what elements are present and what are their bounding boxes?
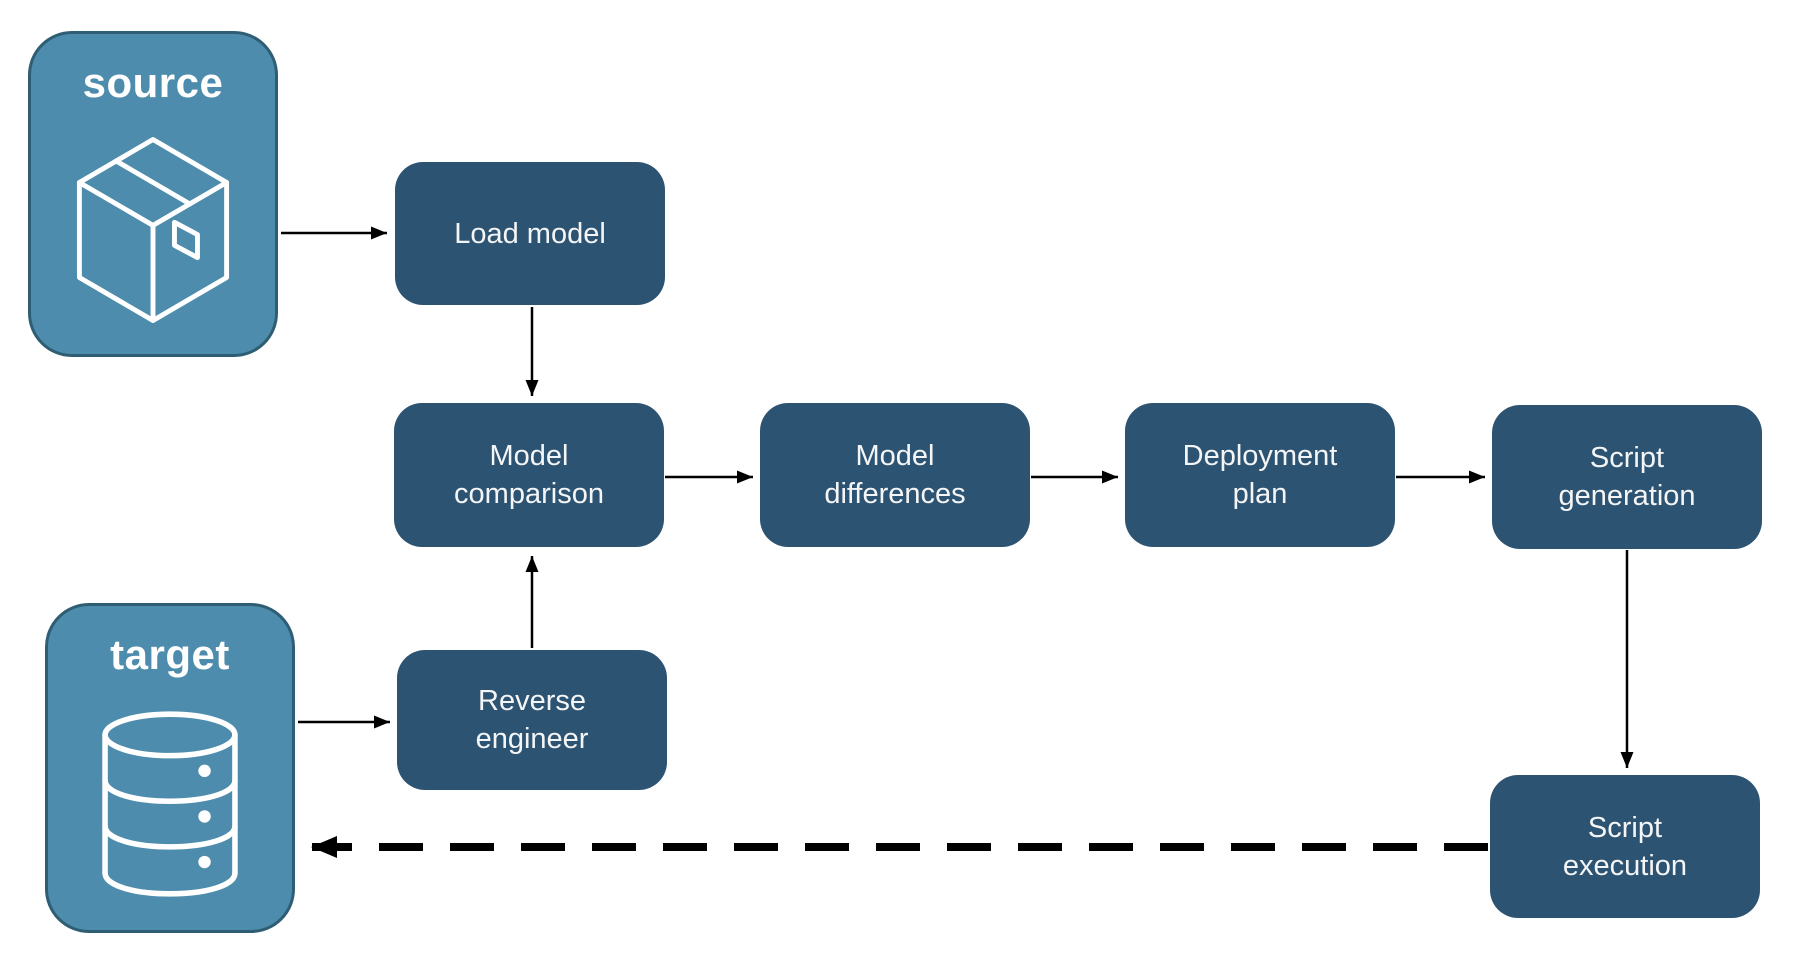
node-deployment-plan: Deployment plan: [1125, 403, 1395, 547]
node-load-model: Load model: [395, 162, 665, 305]
source-label: source: [82, 59, 224, 106]
node-script-execution: Script execution: [1490, 775, 1760, 918]
node-model-differences-label: Model differences: [824, 440, 966, 510]
entity-target: target: [45, 603, 295, 933]
entity-source: source: [28, 31, 278, 357]
node-reverse-engineer-label: Reverse engineer: [475, 685, 589, 755]
node-script-generation: Script generation: [1492, 405, 1762, 549]
database-icon: [48, 678, 292, 930]
node-deployment-plan-label: Deployment plan: [1182, 440, 1338, 510]
node-model-comparison-label: Model comparison: [454, 440, 604, 510]
node-script-generation-label: Script generation: [1558, 442, 1696, 512]
node-load-model-label: Load model: [454, 217, 606, 250]
node-model-comparison: Model comparison: [394, 403, 664, 547]
package-icon: [31, 106, 275, 354]
node-script-execution-label: Script execution: [1562, 811, 1688, 882]
target-label: target: [110, 631, 230, 678]
node-model-differences: Model differences: [760, 403, 1030, 547]
node-reverse-engineer: Reverse engineer: [397, 650, 667, 790]
